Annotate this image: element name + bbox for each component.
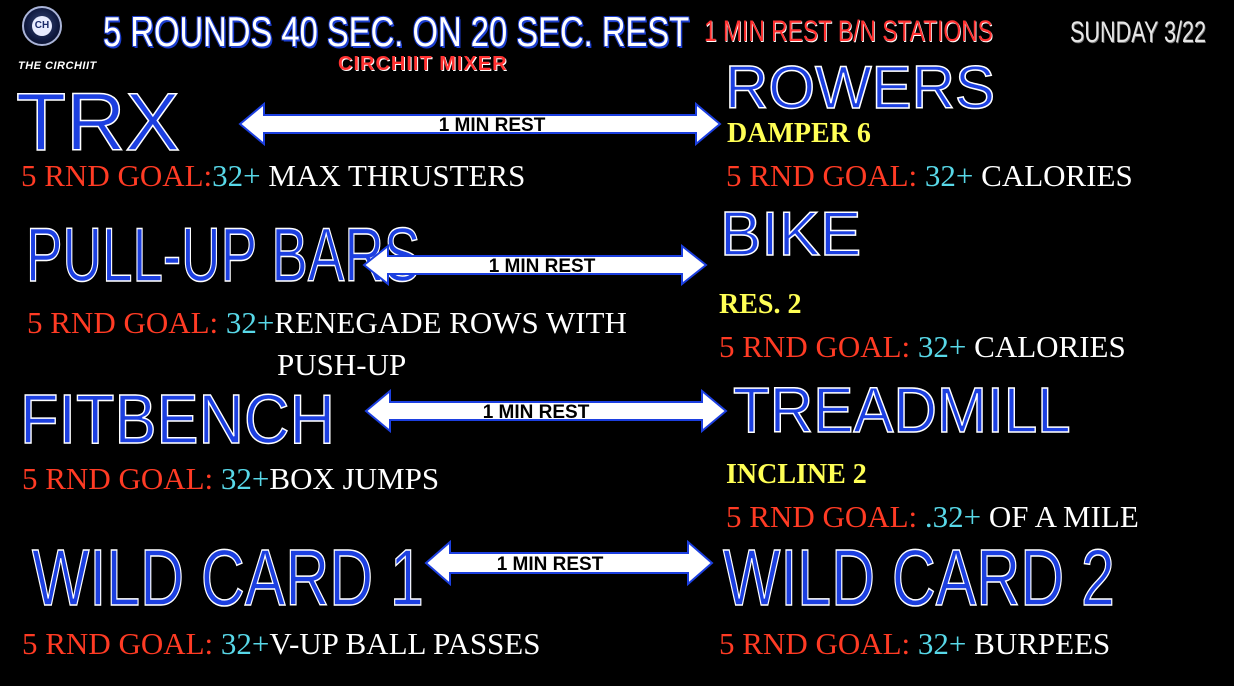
goal-number: 32+ xyxy=(220,461,270,496)
station-rowers-name: ROWERS xyxy=(724,54,996,121)
station-rowers-goal: 5 RND GOAL: 32+ CALORIES xyxy=(726,160,1133,191)
goal-label: 5 RND GOAL: xyxy=(27,305,226,340)
goal-number: 32+ xyxy=(924,158,974,193)
station-wild1-goal: 5 RND GOAL: 32+V-UP BALL PASSES xyxy=(22,628,540,659)
logo-caption: THE CIRCHIIT xyxy=(18,60,97,72)
goal-exercise: CALORIES xyxy=(973,158,1133,193)
goal-label: 5 RND GOAL: xyxy=(719,329,918,364)
goal-number: 32+ xyxy=(225,305,275,340)
workout-title: 5 ROUNDS 40 SEC. ON 20 SEC. REST xyxy=(103,8,690,55)
goal-label: 5 RND GOAL: xyxy=(726,158,925,193)
station-treadmill-setting: INCLINE 2 xyxy=(726,459,867,490)
goal-exercise: OF A MILE xyxy=(981,499,1139,534)
goal-exercise: CALORIES xyxy=(966,329,1126,364)
station-fitbench-name: FITBENCH xyxy=(19,380,335,458)
station-bike-setting: RES. 2 xyxy=(719,289,802,320)
goal-exercise: RENEGADE ROWS WITH xyxy=(274,305,627,340)
station-treadmill-name: TREADMILL xyxy=(732,374,1071,446)
station-treadmill-goal: 5 RND GOAL: .32+ OF A MILE xyxy=(726,501,1139,532)
station-trx-name: TRX xyxy=(15,77,181,168)
goal-number: .32+ xyxy=(924,499,982,534)
station-wild1-name: WILD CARD 1 xyxy=(31,533,424,622)
goal-label: 5 RND GOAL: xyxy=(21,158,213,193)
goal-label: 5 RND GOAL: xyxy=(22,626,221,661)
goal-number: 32+ xyxy=(212,158,261,193)
rest-arrow-3: 1 MIN REST xyxy=(364,389,728,433)
station-bike-goal: 5 RND GOAL: 32+ CALORIES xyxy=(719,331,1126,362)
goal-number: 32+ xyxy=(220,626,270,661)
station-pullup-name: PULL-UP BARS xyxy=(25,213,421,298)
rest-arrow-2: 1 MIN REST xyxy=(362,244,708,286)
goal-number: 32+ xyxy=(917,626,967,661)
station-wild2-goal: 5 RND GOAL: 32+ BURPEES xyxy=(719,628,1110,659)
goal-label: 5 RND GOAL: xyxy=(719,626,918,661)
rest-arrow-4-label: 1 MIN REST xyxy=(497,554,604,575)
goal-exercise: V-UP BALL PASSES xyxy=(269,626,541,661)
rest-arrow-2-label: 1 MIN REST xyxy=(489,256,596,277)
rest-arrow-4: 1 MIN REST xyxy=(424,540,714,586)
workout-date: SUNDAY 3/22 xyxy=(1070,16,1207,49)
station-wild2-name: WILD CARD 2 xyxy=(722,533,1115,622)
goal-label: 5 RND GOAL: xyxy=(22,461,221,496)
logo-mark: CH xyxy=(32,16,52,36)
goal-exercise: MAX THRUSTERS xyxy=(260,158,526,193)
station-trx-goal: 5 RND GOAL:32+ MAX THRUSTERS xyxy=(21,160,525,191)
goal-number: 32+ xyxy=(917,329,967,364)
goal-label: 5 RND GOAL: xyxy=(726,499,925,534)
rest-arrow-1-label: 1 MIN REST xyxy=(439,115,546,136)
rest-arrow-1: 1 MIN REST xyxy=(238,102,722,146)
station-bike-name: BIKE xyxy=(719,200,862,269)
circhiit-logo: CH xyxy=(22,6,62,46)
workout-subtitle: CIRCHIIT MIXER xyxy=(338,53,508,75)
station-rest-note: 1 MIN REST B/N STATIONS xyxy=(704,15,993,48)
station-fitbench-goal: 5 RND GOAL: 32+BOX JUMPS xyxy=(22,463,439,494)
rest-arrow-3-label: 1 MIN REST xyxy=(483,402,590,423)
station-rowers-setting: DAMPER 6 xyxy=(727,118,871,149)
station-pullup-goal-line2: PUSH-UP xyxy=(277,347,407,382)
station-pullup-goal: 5 RND GOAL: 32+RENEGADE ROWS WITH xyxy=(27,307,627,338)
goal-exercise: BOX JUMPS xyxy=(269,461,440,496)
goal-exercise: BURPEES xyxy=(966,626,1111,661)
